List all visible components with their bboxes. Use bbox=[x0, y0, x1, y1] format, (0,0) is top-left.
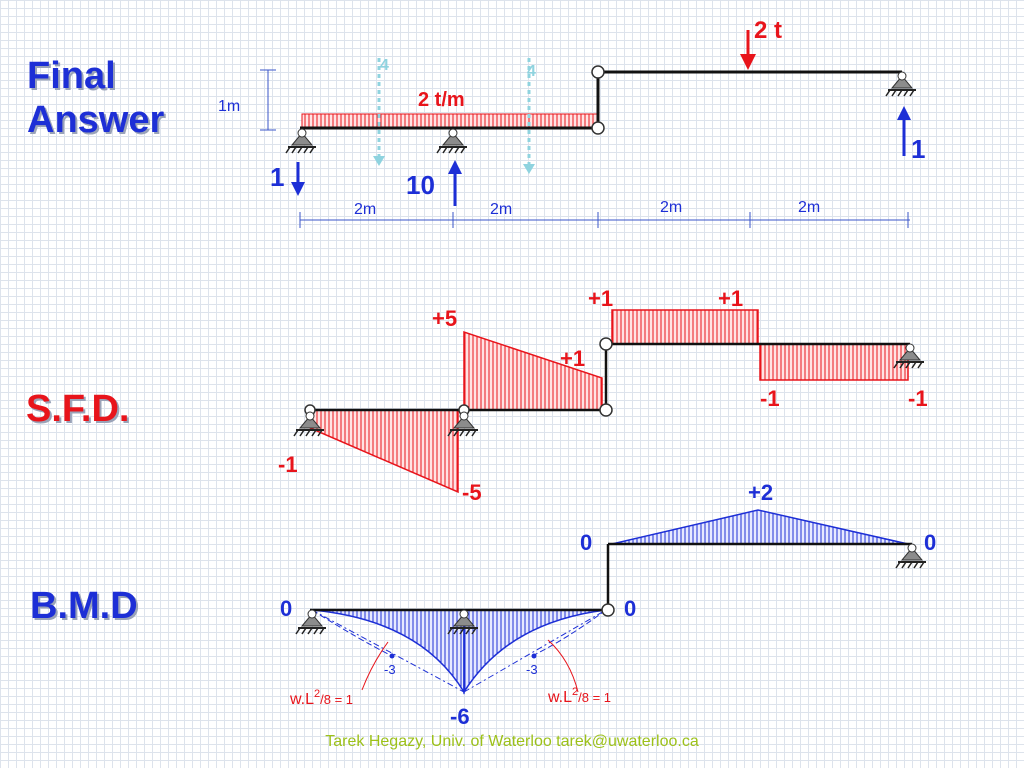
roller-support-icon bbox=[436, 128, 468, 154]
sfd-label-1: +1 bbox=[588, 286, 613, 311]
dashed-arrow-1-label: 4 bbox=[380, 57, 389, 74]
hinge-icon bbox=[599, 403, 613, 417]
span-label-1: 2m bbox=[354, 201, 376, 218]
sfd-label-6: -1 bbox=[908, 386, 928, 411]
height-label: 1m bbox=[218, 98, 240, 115]
span-label-4: 2m bbox=[798, 199, 820, 216]
hinge-icon bbox=[591, 121, 605, 135]
sfd-heading: S.F.D. bbox=[26, 388, 130, 430]
bmd-label-1: +2 bbox=[748, 480, 773, 505]
sfd-label-3: +5 bbox=[432, 306, 457, 331]
point-load-label: 2 t bbox=[754, 17, 782, 44]
sfd-label-7: -1 bbox=[278, 452, 298, 477]
span-label-2: 2m bbox=[490, 201, 512, 218]
wl2-label-left: w.L2/8 = 1 bbox=[289, 688, 353, 708]
pin-support-icon bbox=[885, 71, 917, 97]
final-heading-line1: Final bbox=[27, 55, 116, 97]
shear-force-diagram: +1 +1 +5 +1 -1 -1 -1 -5 bbox=[278, 286, 928, 505]
pin-support-icon bbox=[895, 543, 927, 569]
sfd-label-5: -1 bbox=[760, 386, 780, 411]
span-label-3: 2m bbox=[660, 199, 682, 216]
hinge-icon bbox=[591, 65, 605, 79]
final-answer-heading: Final Answer bbox=[27, 55, 164, 142]
reaction-middle-label: 10 bbox=[406, 170, 435, 200]
loaded-structure: 2 t 2 t/m 1m 4 4 1 10 1 2m 2m 2m 2m bbox=[218, 17, 925, 228]
sfd-region-4 bbox=[759, 343, 909, 381]
sfd-label-2: +1 bbox=[718, 286, 743, 311]
bending-moment-diagram: +2 0 0 0 0 -6 -3 -3 w.L2/8 = 1 w.L2/8 = … bbox=[280, 480, 936, 729]
bmd-midspan-right: -3 bbox=[526, 662, 538, 677]
bmd-label-4: 0 bbox=[280, 596, 292, 621]
bmd-midspan-left: -3 bbox=[384, 662, 396, 677]
bmd-label-6: -6 bbox=[450, 704, 470, 729]
bmd-label-2: 0 bbox=[580, 530, 592, 555]
udl-label: 2 t/m bbox=[418, 89, 465, 111]
bmd-region-top bbox=[611, 509, 909, 545]
bmd-label-5: 0 bbox=[624, 596, 636, 621]
sfd-label-8: -5 bbox=[462, 480, 482, 505]
sfd-region-2 bbox=[463, 330, 603, 411]
udl-load bbox=[301, 113, 599, 129]
bmd-label-3: 0 bbox=[924, 530, 936, 555]
bmd-heading: B.M.D bbox=[30, 585, 138, 627]
sfd-region-1 bbox=[309, 409, 459, 494]
sfd-region-3 bbox=[611, 309, 759, 345]
pin-support-icon bbox=[285, 128, 317, 154]
pin-support-icon bbox=[295, 609, 327, 635]
reaction-left-label: 1 bbox=[270, 162, 284, 192]
final-heading-line2: Answer bbox=[27, 98, 165, 141]
sfd-label-4: +1 bbox=[560, 346, 585, 371]
reaction-right-label: 1 bbox=[911, 134, 925, 164]
hinge-icon bbox=[601, 603, 615, 617]
wl2-label-right: w.L2/8 = 1 bbox=[547, 686, 611, 706]
dashed-arrow-2-label: 4 bbox=[527, 63, 536, 80]
bmd-region-bottom-right bbox=[463, 609, 607, 695]
hinge-icon bbox=[599, 337, 613, 351]
footer-credit: Tarek Hegazy, Univ. of Waterloo tarek@uw… bbox=[325, 733, 699, 750]
